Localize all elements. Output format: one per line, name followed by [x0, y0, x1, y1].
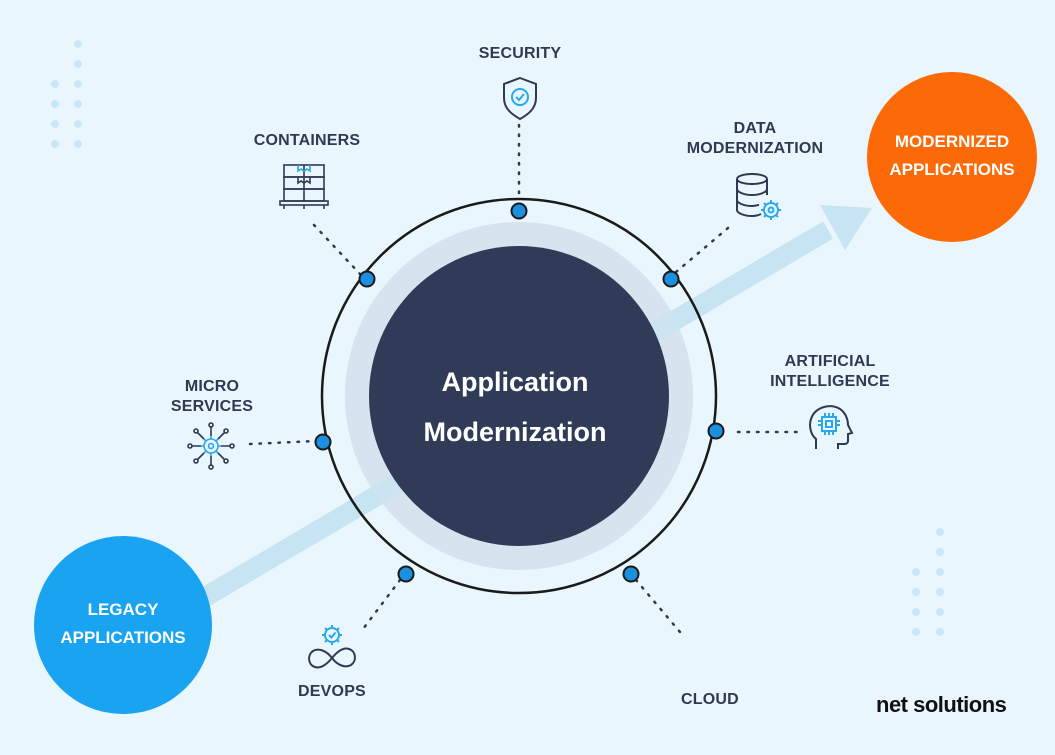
- node-containers: [358, 270, 376, 288]
- outer-ring: [320, 197, 718, 595]
- modernized-applications-circle: [867, 72, 1037, 242]
- decor-dots-top-left: [51, 40, 82, 148]
- label-micro-line1: MICRO: [184, 378, 240, 395]
- modernized-line2: APPLICATIONS: [889, 160, 1015, 179]
- center-title-line1: Application: [441, 367, 589, 397]
- node-micro-services: [314, 433, 332, 451]
- label-containers: CONTAINERS: [253, 132, 361, 149]
- node-security: [510, 202, 528, 220]
- node-ai: [707, 422, 725, 440]
- legacy-applications-circle: [34, 536, 212, 714]
- modernized-line1: MODERNIZED: [894, 132, 1010, 151]
- halo-ring: [345, 222, 693, 570]
- database-gear-icon: [736, 173, 781, 220]
- label-security: SECURITY: [478, 45, 562, 62]
- label-ai-line2: INTELLIGENCE: [770, 373, 890, 390]
- infinity-gear-icon: [308, 625, 356, 669]
- label-data-line2: MODERNIZATION: [686, 140, 824, 157]
- node-cloud: [622, 565, 640, 583]
- head-chip-icon: [809, 405, 854, 449]
- center-title-line2: Modernization: [423, 417, 607, 447]
- label-ai-line1: ARTIFICIAL: [784, 353, 876, 370]
- net-solutions-logo: net solutions: [876, 692, 1007, 717]
- legacy-line1: LEGACY: [87, 600, 159, 619]
- label-data-line1: DATA: [733, 120, 777, 137]
- shield-check-icon: [503, 76, 537, 121]
- network-gear-icon: [187, 422, 235, 470]
- decor-dots-bottom-right: [912, 528, 944, 636]
- connector-lines: [248, 123, 802, 635]
- node-devops: [397, 565, 415, 583]
- legacy-line2: APPLICATIONS: [60, 628, 186, 647]
- node-data-modernization: [662, 270, 680, 288]
- center-circle: [369, 246, 669, 546]
- ring-nodes: [314, 202, 725, 583]
- label-devops: DEVOPS: [298, 683, 366, 700]
- label-cloud: CLOUD: [681, 691, 739, 708]
- boxes-pallet-icon: [279, 164, 329, 209]
- label-micro-line2: SERVICES: [170, 398, 254, 415]
